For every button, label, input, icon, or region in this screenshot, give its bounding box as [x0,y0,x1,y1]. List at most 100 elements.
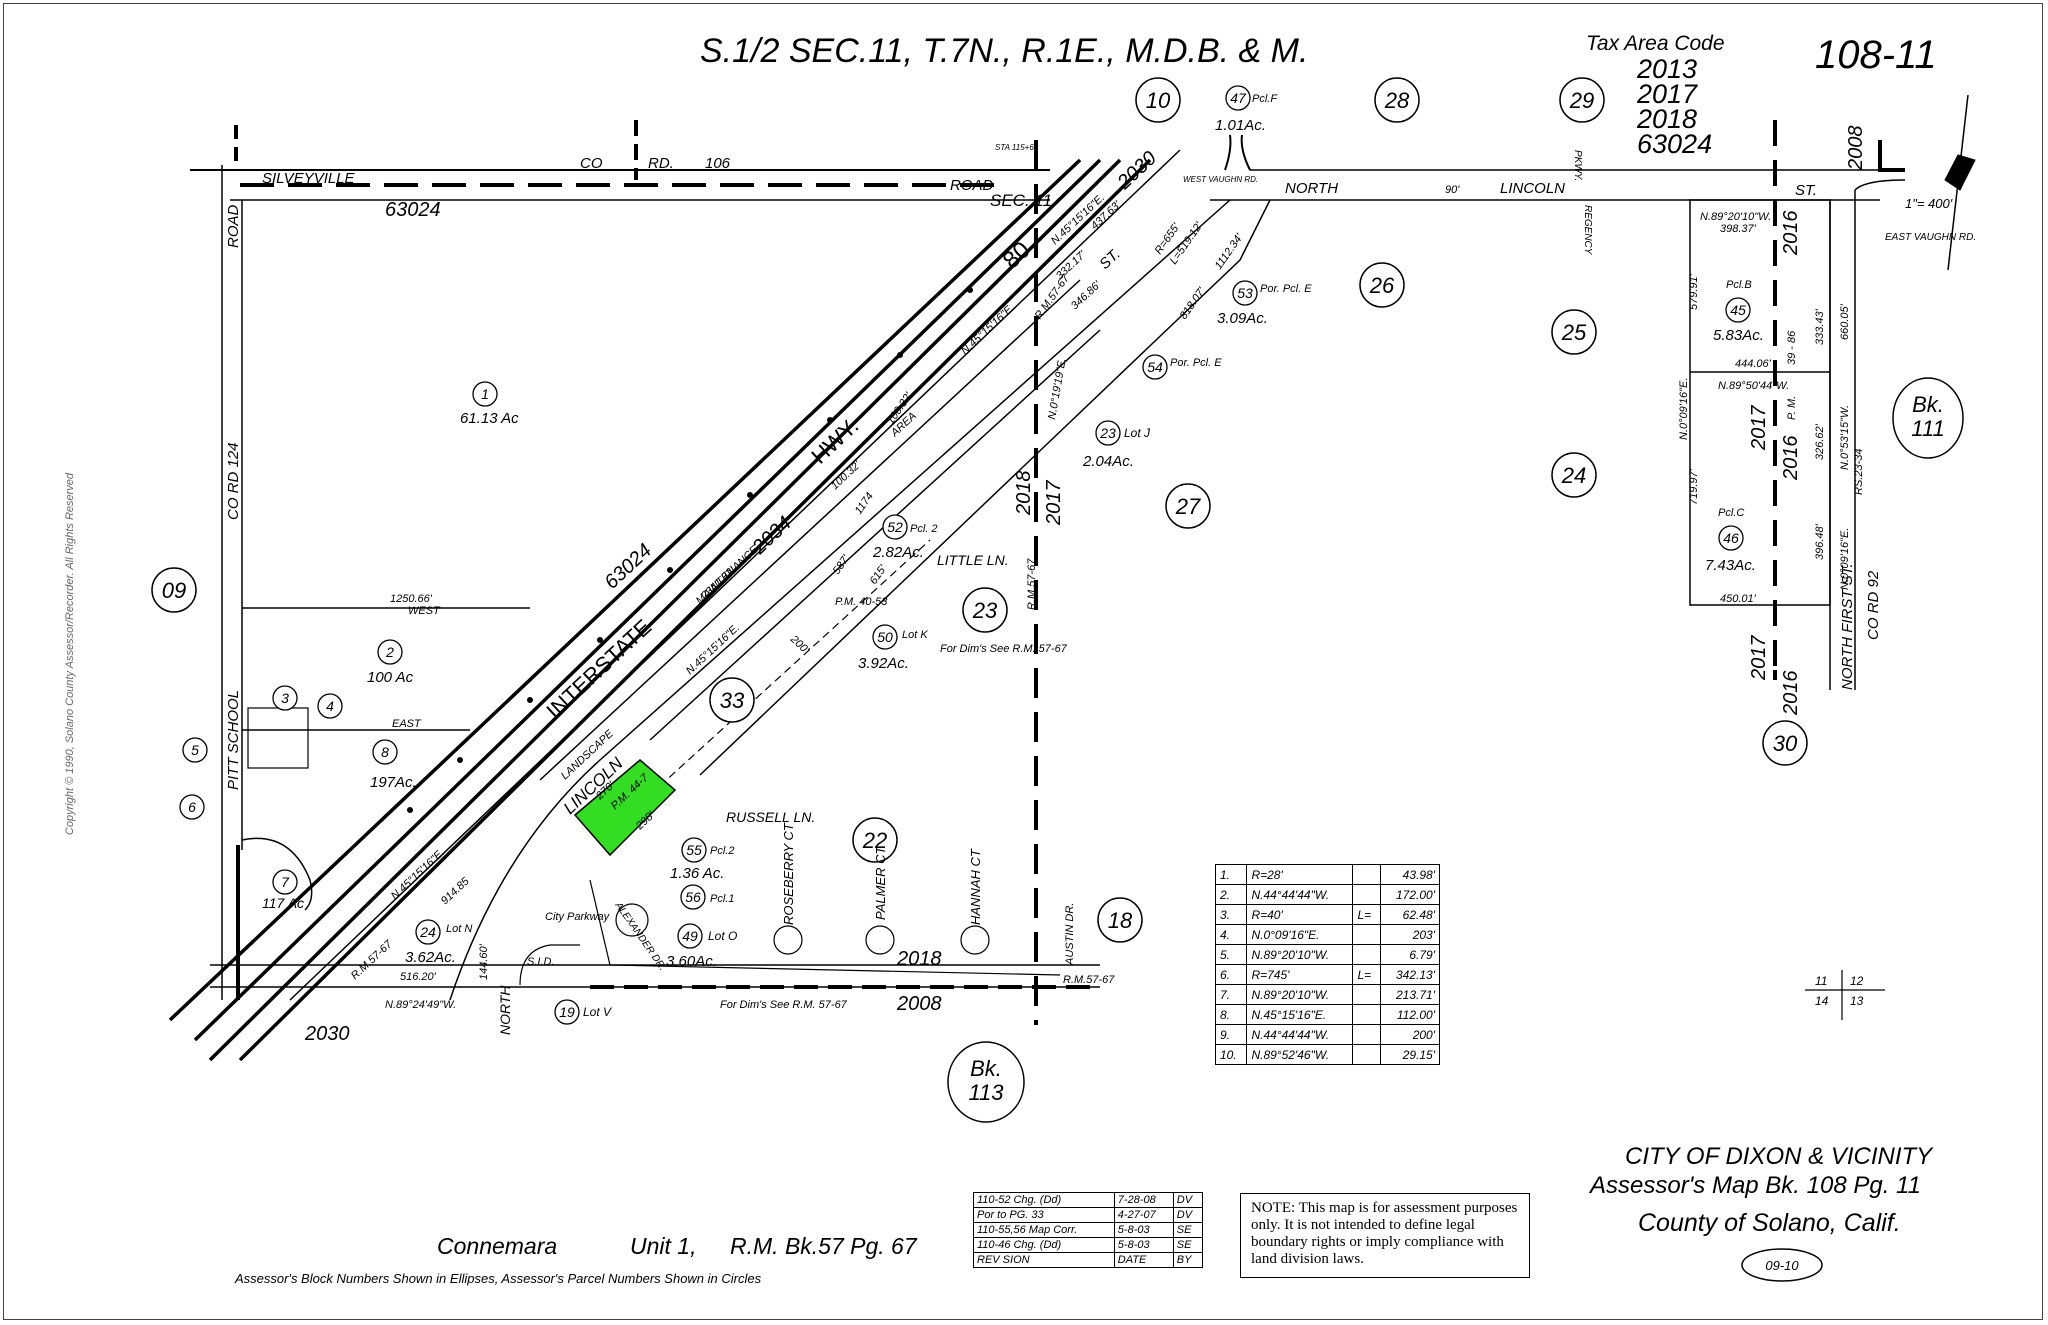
pkwy-label: PKWY. [1572,150,1583,181]
parcel-50-circle [872,624,898,650]
parcel-24-num: 24 [419,924,436,940]
d-615: 615' [868,562,890,586]
n0-53-15: N.0°53'15"W. [1839,405,1851,470]
d-1250: 1250.66' [390,593,433,605]
parcel-47-label: Pcl.F [1252,93,1278,105]
parcel-55-area: 1.36 Ac. [670,865,724,882]
palmer-ct-label: PALMER CT [873,846,888,920]
title-line-1: CITY OF DIXON & VICINITY [1625,1143,1933,1170]
tax-code-2017-c: 2017 [1748,635,1770,681]
parcel-55-label: Pcl.2 [710,845,734,857]
block-26-ellipse [1359,262,1405,308]
d-346: 346.86' [1069,278,1104,312]
alexander-dr-culdesac [615,903,649,937]
corner-14: 14 [1815,994,1829,1008]
block-27-ellipse [1165,483,1211,529]
parcel-8-num: 8 [381,744,389,760]
block-23: 23 [972,598,998,623]
curve-north-lincoln [1240,134,1251,171]
d-444-06: 444.06' [1735,358,1772,370]
pm-label-vertical: P. M. [1786,396,1798,420]
roseberry-ct-label: ROSEBERRY CT [781,822,796,925]
block-18: 18 [1108,908,1133,933]
for-dims-2: For Dim's See R.M. 57-67 [720,999,848,1011]
west-label: WEST [408,605,441,617]
parcel-56-circle [680,884,706,910]
parcel-45-num: 45 [1730,302,1746,318]
curve-row: 10.N.89°52'46"W.29.15' [1214,1044,1440,1065]
parcel-52-area: 2.82Ac. [872,544,924,561]
n89-20-10: N.89°20'10"W. [1700,211,1771,223]
i80-label: 80 [998,236,1036,274]
title-code: 09-10 [1765,1258,1799,1273]
sec11-label: SEC. 11 [990,191,1052,210]
parcel-45-label: Pcl.B [1726,279,1752,291]
block-25: 25 [1561,320,1587,345]
block-22: 22 [862,828,887,853]
silveyville-label: SILVEYVILLE [262,170,356,187]
parcel-3 [247,707,309,769]
sta-label: STA 115+60 [995,143,1039,152]
parcel-4-num: 4 [326,698,334,714]
parcel-1-circle [472,381,498,407]
book-113-label: Bk. [970,1056,1002,1081]
parcel-53-label: Por. Pcl. E [1260,283,1312,295]
parcel-56-label: Pcl.1 [710,893,734,905]
regency-label: REGENCY [1582,205,1593,256]
highlighted-parcel-55[interactable] [573,759,677,857]
scale-label: 1"= 400' [1905,196,1953,211]
d-579-91: 579.91' [1688,273,1700,310]
alexander-dr-curve [589,879,1061,976]
i80-line-2 [193,158,1102,1042]
subdivision-ref: R.M. Bk.57 Pg. 67 [730,1233,917,1259]
curve-table: 1.R=28'43.98' 2.N.44°44'44"W.172.00' 3.R… [1214,864,1440,1065]
block-33-ellipse [709,677,755,723]
parcel-50-num: 50 [877,629,893,645]
parcel-54-circle [1142,354,1168,380]
block-10: 10 [1146,88,1171,113]
block-28: 28 [1384,88,1410,113]
d-450-01: 450.01' [1720,593,1757,605]
parcel-8-area: 197Ac. [370,774,417,791]
road-106-label: 106 [705,155,731,172]
parcel-49-num: 49 [682,928,698,944]
corner-11: 11 [1815,974,1827,988]
parcel-19-num: 19 [559,1004,575,1020]
parcel-24-circle [415,919,441,945]
pitt-school-label: PITT SCHOOL [225,690,242,790]
parcel-7-circle [272,869,298,895]
parcel-46-num: 46 [1723,530,1739,546]
rd-label: RD. [648,155,674,172]
book-111-label: Bk. [1912,392,1944,417]
lincoln-st-label: LINCOLN [1500,180,1565,197]
parcel-54-label: Por. Pcl. E [1170,357,1222,369]
north-vertical-label: NORTH [497,985,513,1035]
n89-24-49: N.89°24'49"W. [385,999,456,1011]
tax-code-2018-b: 2018 [896,948,942,970]
n0-09-16: N.0°09'16"E. [1678,378,1690,440]
parcel-7-area: 117 Ac [262,895,304,911]
block-25-ellipse [1551,309,1597,355]
block-18-ellipse [1097,897,1143,943]
west-vaughn-label: WEST VAUGHN RD. [1183,175,1258,184]
tax-area-label: Tax Area Code [1586,32,1725,55]
footer-legend: Assessor's Block Numbers Shown in Ellips… [235,1271,762,1286]
i80-line-3 [208,158,1122,1062]
parcel-49-area: 3.60Ac. [666,953,717,970]
curve-row: 2.N.44°44'44"W.172.00' [1214,884,1440,905]
st-label: ST. [1795,182,1817,199]
parcel-50-area: 3.92Ac. [858,655,909,672]
d-333-43: 333.43' [1814,308,1826,345]
roseberry-ct-culdesac [773,925,803,955]
parcel-56-num: 56 [685,889,701,905]
russell-ln-label: RUSSELL LN. [726,809,815,825]
d-326-62: 326.62' [1814,423,1826,460]
austin-dr-label: AUSTIN DR. [1064,903,1076,966]
page-number: 108-11 [1815,33,1937,77]
n0-19-19: N.0°19'19"E. [1046,357,1069,421]
title-line-2: Assessor's Map Bk. 108 Pg. 11 [1590,1172,1921,1199]
